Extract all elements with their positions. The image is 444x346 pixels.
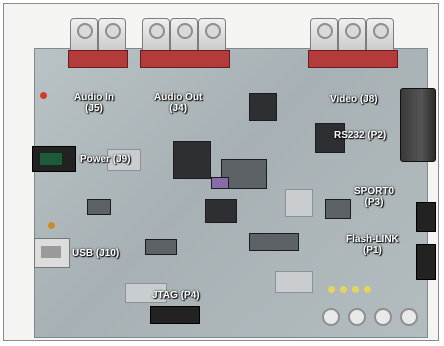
usb-led — [48, 222, 55, 229]
usb-connector — [34, 238, 70, 268]
audio-out-label: Audio Out (J4) — [154, 92, 202, 114]
codec-chip — [249, 93, 277, 121]
solder-pad-area — [125, 283, 167, 303]
flash-chip — [249, 233, 299, 251]
push-button — [322, 308, 340, 326]
push-button — [400, 308, 418, 326]
push-button — [374, 308, 392, 326]
audio-out-jack-2 — [170, 18, 198, 54]
processor-chip — [173, 141, 211, 179]
audio-in-ref-text: (J5) — [85, 103, 103, 114]
jtag-label: JTAG (P4) — [152, 290, 200, 301]
usb-label: USB (J10) — [72, 248, 120, 259]
video-jack-3 — [366, 18, 394, 54]
status-led — [328, 286, 335, 293]
status-led — [352, 286, 359, 293]
sport0-header — [416, 202, 436, 232]
video-jack-2 — [338, 18, 366, 54]
video-connector-base — [308, 50, 398, 68]
power-led — [40, 92, 47, 99]
audio-in-label-text: Audio In — [74, 92, 114, 103]
jtag-header — [150, 306, 200, 324]
push-button — [348, 308, 366, 326]
circuit-board — [34, 48, 428, 338]
audio-out-connector-base — [140, 50, 230, 68]
power-jack — [32, 146, 76, 172]
video-chip — [315, 123, 345, 153]
sport0-label-text: SPORT0 — [354, 186, 395, 197]
flashlink-header — [416, 244, 436, 280]
memory-chip — [221, 159, 267, 189]
rs232-connector — [400, 88, 436, 162]
sport0-ref-text: (P3) — [364, 197, 384, 208]
image-frame: Audio In (J5) Audio Out (J4) Video (J8) … — [3, 3, 439, 341]
rs232-label: RS232 (P2) — [334, 130, 387, 141]
status-led — [364, 286, 371, 293]
flashlink-label: Flash-LINK (P1) — [346, 234, 399, 256]
solder-pad-area — [285, 189, 313, 217]
sram-chip — [205, 199, 237, 223]
flashlink-ref-text: (P1) — [362, 245, 382, 256]
buffer-chip — [325, 199, 351, 219]
sport0-label: SPORT0 (P3) — [354, 186, 394, 208]
power-label: Power (J9) — [80, 154, 131, 165]
video-label: Video (J8) — [330, 94, 378, 105]
audio-out-jack-3 — [198, 18, 226, 54]
solder-pad-area — [107, 149, 141, 171]
video-jack-1 — [310, 18, 338, 54]
solder-pad-area — [275, 271, 313, 293]
audio-out-jack-1 — [142, 18, 170, 54]
audio-out-ref-text: (J4) — [169, 103, 188, 114]
audio-in-jack-left — [70, 18, 98, 54]
flashlink-label-text: Flash-LINK — [346, 234, 399, 245]
audio-in-jack-right — [98, 18, 126, 54]
audio-in-connector-base — [68, 50, 128, 68]
regulator-chip — [145, 239, 177, 255]
small-component — [211, 177, 229, 189]
status-led — [340, 286, 347, 293]
support-chip — [87, 199, 111, 215]
audio-in-label: Audio In (J5) — [74, 92, 114, 114]
audio-out-label-text: Audio Out — [154, 92, 203, 103]
